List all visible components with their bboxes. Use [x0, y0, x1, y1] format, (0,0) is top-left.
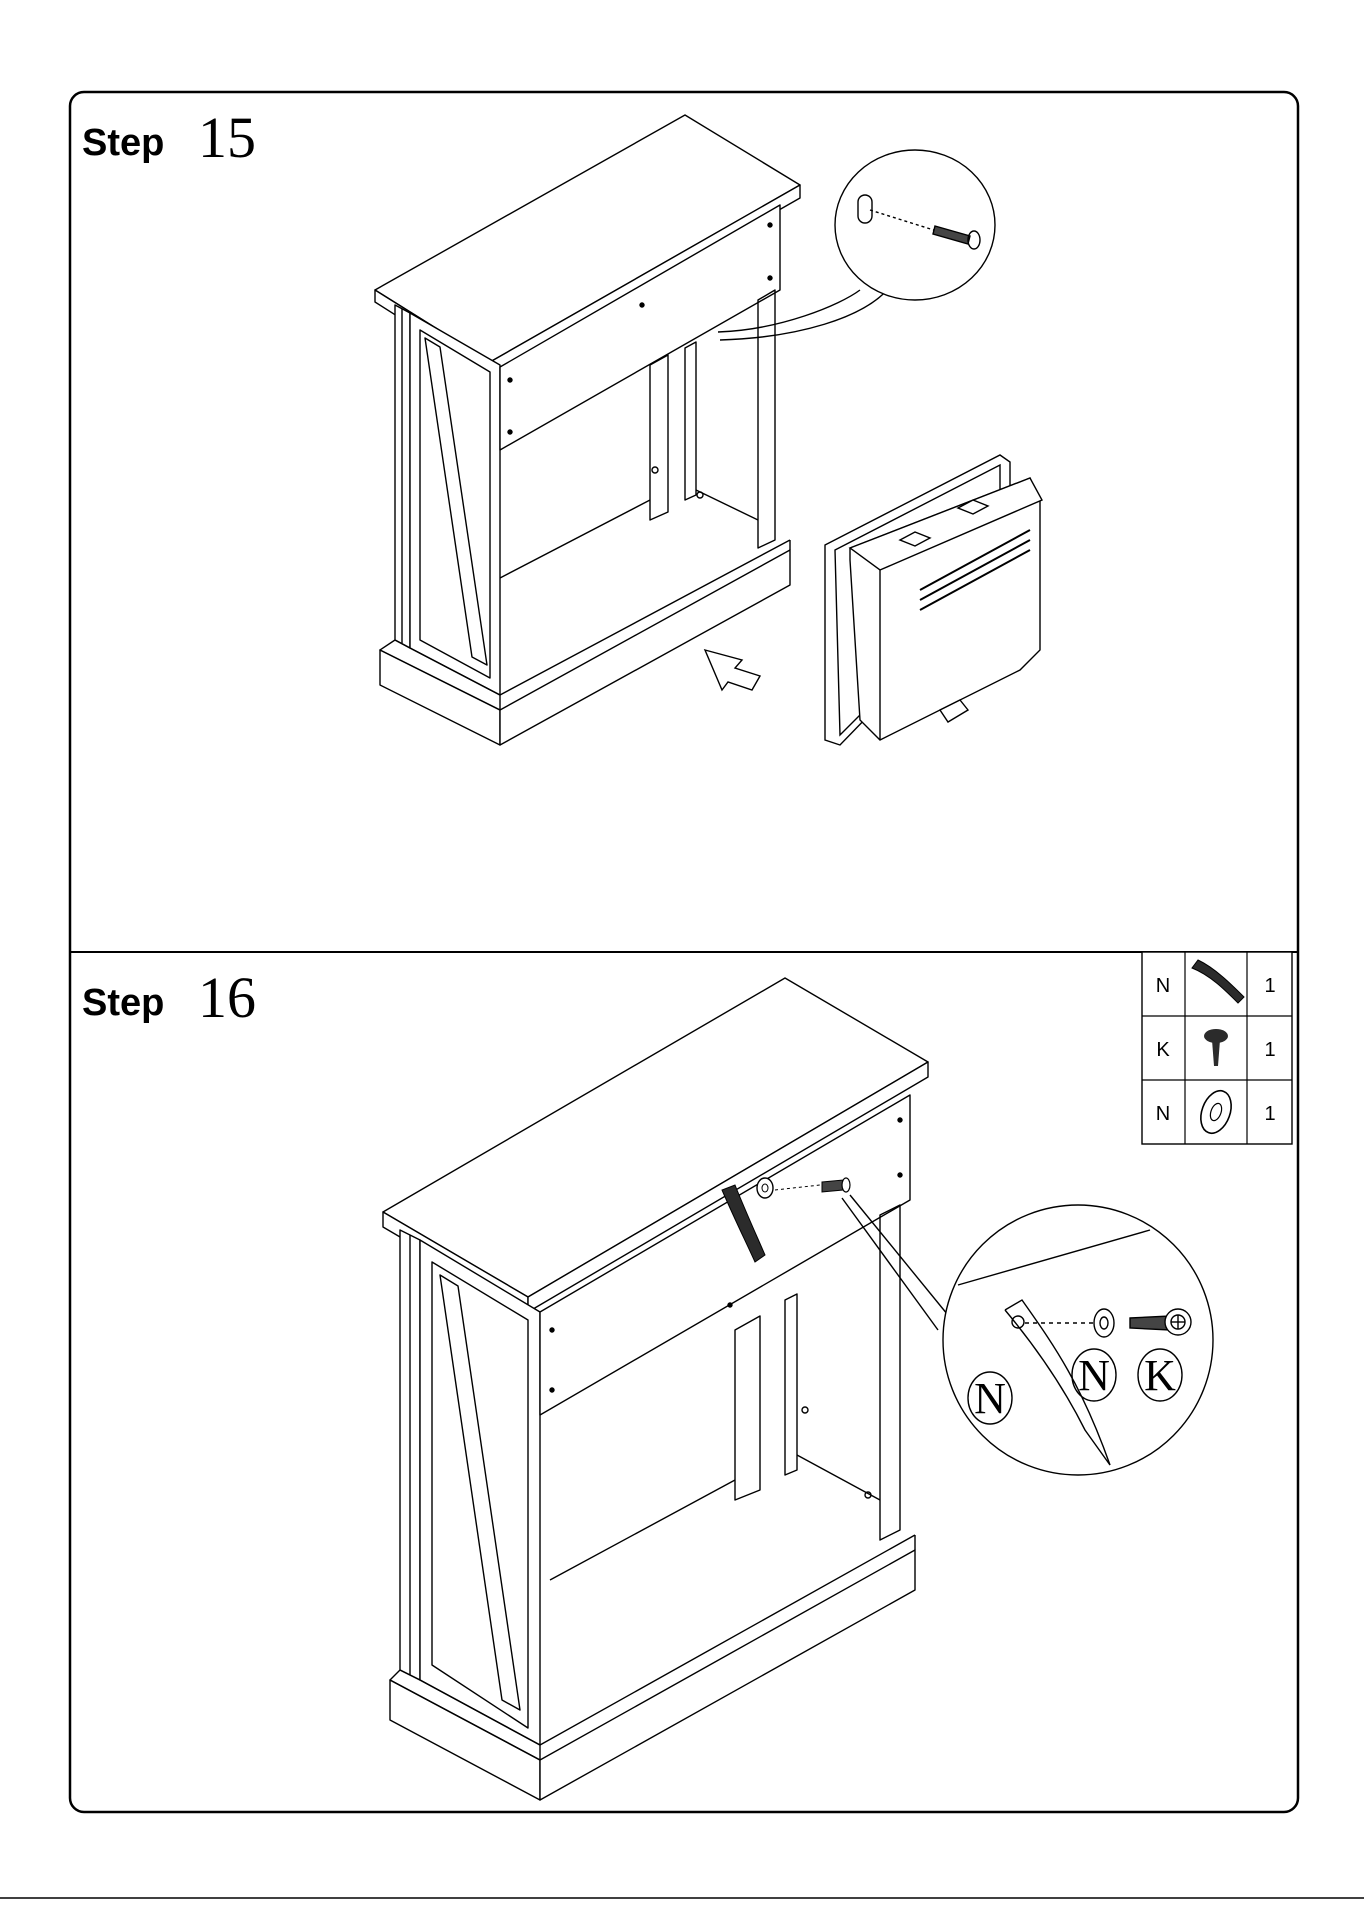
insert-arrow-icon	[705, 650, 760, 690]
part-qty-2: 1	[1264, 1103, 1275, 1125]
callout-label-n-washer: N	[1078, 1351, 1110, 1400]
callout-label-k-screw: K	[1144, 1351, 1176, 1400]
step16-mantel-drawing	[383, 978, 928, 1800]
parts-table: N K N 1 1 1	[1142, 952, 1292, 1144]
part-qty-0: 1	[1264, 975, 1275, 997]
part-letter-0: N	[1156, 975, 1170, 997]
callout-label-n-strap: N	[974, 1374, 1006, 1423]
part-qty-1: 1	[1264, 1039, 1275, 1061]
step15-number: 15	[198, 104, 256, 171]
fireplace-insert-drawing	[825, 455, 1042, 745]
step16-detail-callout	[842, 1195, 1213, 1475]
step15-mantel-drawing	[375, 115, 800, 745]
part-letter-1: K	[1156, 1039, 1170, 1061]
part-letter-2: N	[1156, 1103, 1170, 1125]
step16-label: Step	[82, 982, 164, 1025]
step16-number: 16	[198, 964, 256, 1031]
step15-label: Step	[82, 122, 164, 165]
